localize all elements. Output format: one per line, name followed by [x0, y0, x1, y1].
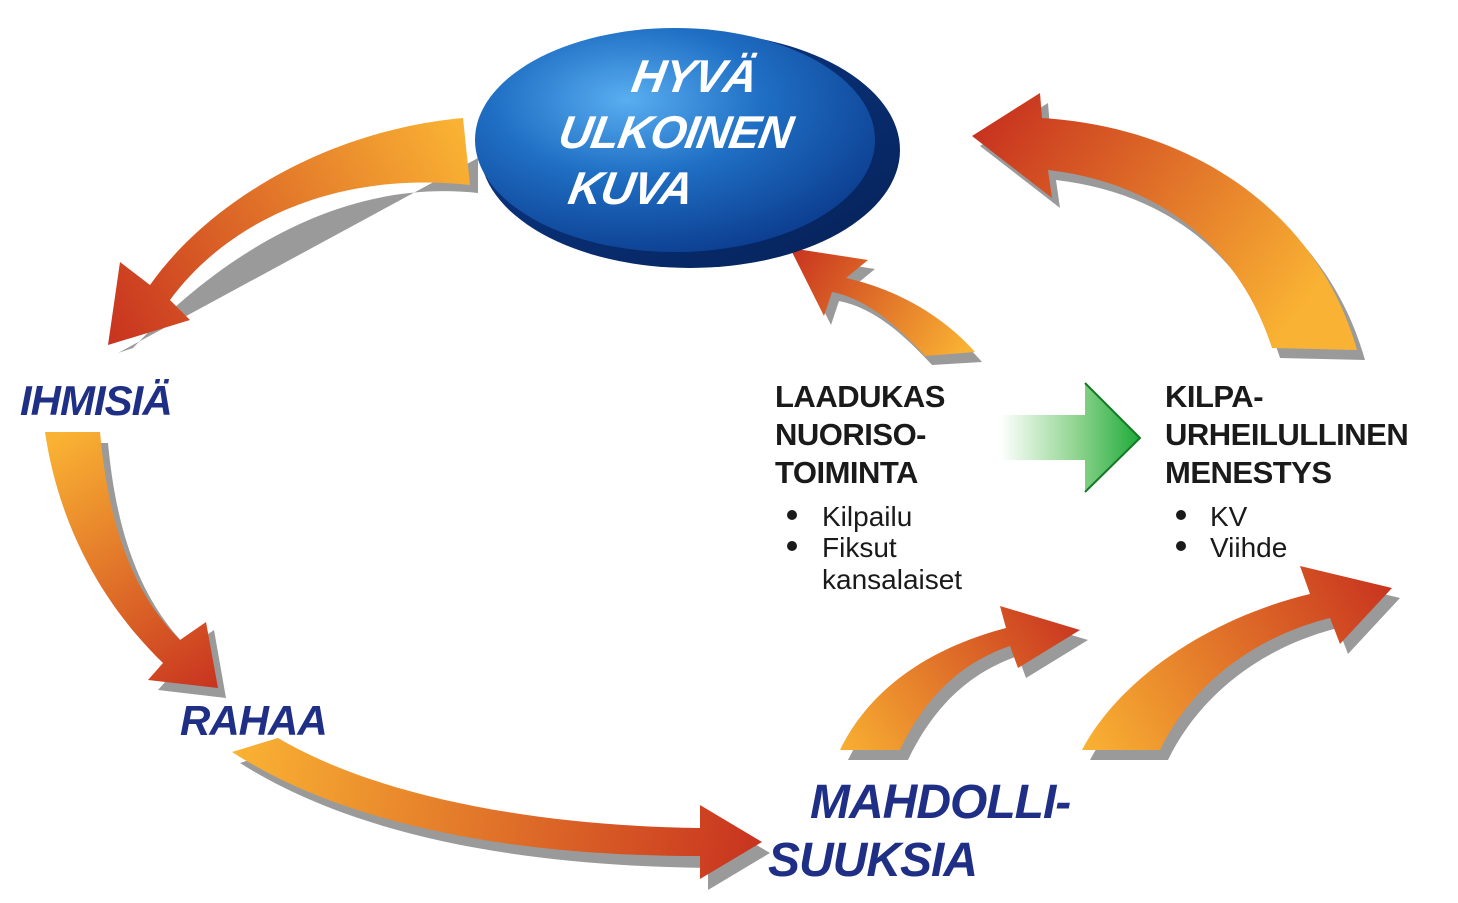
youth-heading-line-1: LAADUKAS [775, 379, 945, 414]
success-bullet-dot-1 [1176, 510, 1186, 520]
arrow-opportunities-to-success [1082, 566, 1400, 760]
node-rahaa: RAHAA [180, 697, 327, 744]
arrow-to-rahaa [45, 432, 226, 698]
youth-bullet-1: Kilpailu [822, 501, 912, 532]
image-ellipse: HYVÄ ULKOINEN KUVA [475, 28, 900, 268]
arrow-success-to-image [972, 93, 1365, 360]
youth-bullet-dot-1 [787, 510, 797, 520]
node-ihmisia: IHMISIÄ [20, 377, 172, 424]
green-arrow [1000, 382, 1142, 493]
node-mahdollisuuksia-line-1: MAHDOLLI- [810, 776, 1070, 829]
ellipse-line-3: KUVA [565, 162, 697, 214]
arrow-to-mahdollisuuksia [232, 738, 770, 890]
youth-heading-line-2: NUORISO- [775, 417, 926, 452]
arrow-opportunities-to-youth [840, 606, 1088, 760]
arrow-youth-to-image [790, 248, 982, 365]
node-mahdollisuuksia-line-2: SUUKSIA [768, 834, 977, 887]
success-heading-line-1: KILPA- [1165, 379, 1263, 414]
success-heading-line-3: MENESTYS [1165, 455, 1332, 490]
youth-bullet-dot-2 [787, 541, 797, 551]
arrow-to-ihmisia [108, 118, 478, 353]
success-box: KILPA- URHEILULLINEN MENESTYS KV Viihde [1165, 379, 1409, 563]
success-bullet-2: Viihde [1210, 532, 1287, 563]
success-bullet-1: KV [1210, 501, 1248, 532]
success-bullet-dot-2 [1176, 541, 1186, 551]
youth-bullet-2-cont: kansalaiset [822, 564, 962, 595]
ellipse-line-1: HYVÄ [628, 50, 761, 102]
youth-heading-line-3: TOIMINTA [775, 455, 918, 490]
ellipse-line-2: ULKOINEN [555, 106, 799, 158]
success-heading-line-2: URHEILULLINEN [1165, 417, 1408, 452]
youth-box: LAADUKAS NUORISO- TOIMINTA Kilpailu Fiks… [775, 379, 962, 595]
youth-bullet-2: Fiksut [822, 532, 897, 563]
